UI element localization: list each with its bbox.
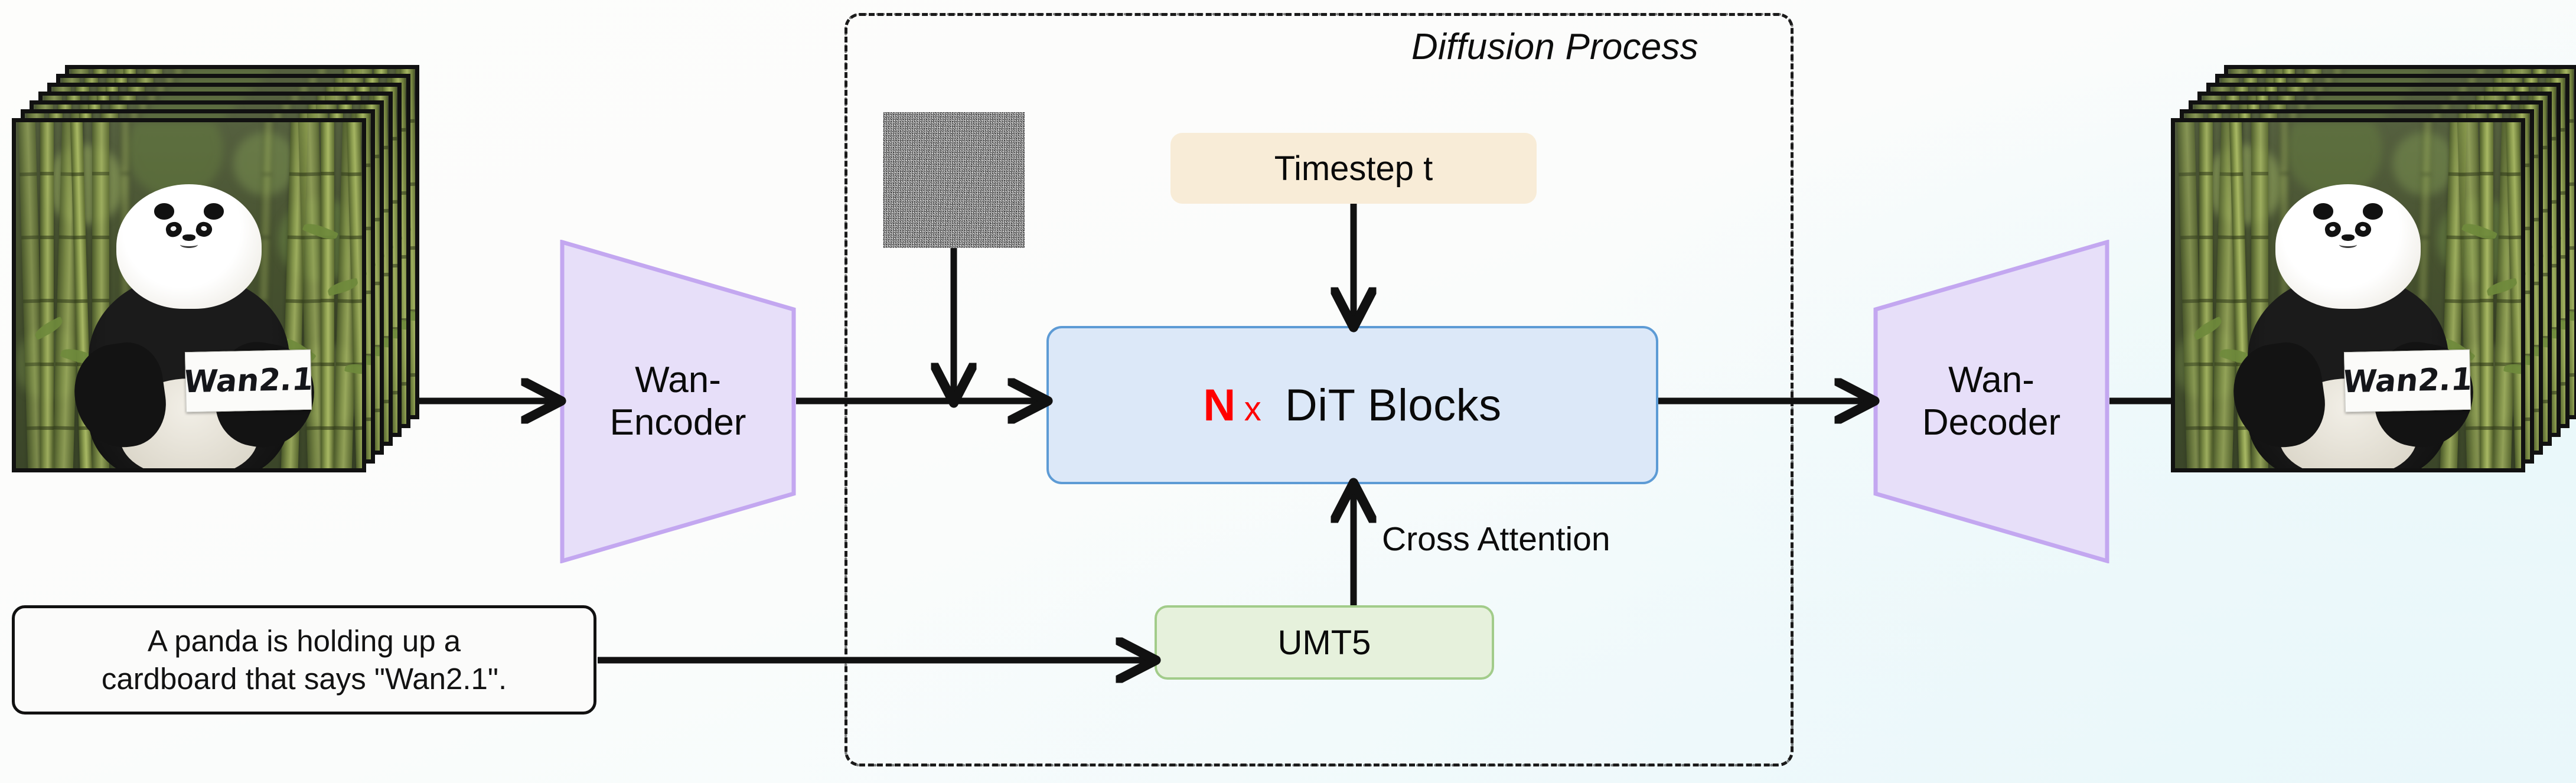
prompt-input-box[interactable]: A panda is holding up a cardboard that s… [12, 605, 596, 715]
cardboard-sign-text: Wan2.1 [181, 361, 315, 400]
noise-latent-patch [883, 112, 1025, 248]
panda-left-eye [164, 220, 184, 239]
diffusion-process-group [844, 13, 1794, 766]
panda-right-pupil [2359, 225, 2367, 231]
diffusion-process-title: Diffusion Process [1411, 27, 1698, 67]
panda-left-ear [154, 203, 175, 220]
encoder-label-line2: Encoder [609, 402, 746, 443]
panda-left-pupil [2329, 225, 2336, 232]
panda-left-ear [2313, 203, 2334, 220]
decoder-shape [1873, 240, 2109, 563]
panda-right-ear [2362, 203, 2383, 220]
panda-left-pupil [169, 225, 177, 232]
panda-mouth [2339, 241, 2357, 248]
prompt-line-2: cardboard that says "Wan2.1". [101, 661, 507, 696]
wan-encoder-block[interactable]: Wan- Encoder [560, 240, 796, 563]
prompt-line-1: A panda is holding up a [147, 624, 461, 658]
panda-nose [2341, 234, 2355, 242]
bamboo-cane [2479, 122, 2494, 468]
cardboard-sign-text: Wan2.1 [2340, 361, 2474, 400]
encoder-shape [560, 240, 796, 563]
encoder-label: Wan- Encoder [610, 359, 746, 444]
cardboard-sign: Wan2.1 [181, 349, 315, 412]
wan-decoder-block[interactable]: Wan- Decoder [1873, 240, 2109, 563]
video-frame: Wan2.1 [2171, 118, 2525, 472]
cardboard-sign: Wan2.1 [2340, 349, 2474, 412]
panda-mouth [180, 241, 198, 248]
timestep-block[interactable]: Timestep t [1170, 133, 1537, 204]
decoder-label: Wan- Decoder [1922, 359, 2060, 444]
timestep-label: Timestep t [1274, 149, 1433, 188]
output-video-frame-stack: Wan2.1Wan2.1Wan2.1Wan2.1Wan2.1Wan2.1Wan2… [2171, 65, 2576, 472]
panda-left-eye [2323, 220, 2343, 239]
panda-nose [182, 234, 196, 242]
decoder-label-line1: Wan- [1948, 360, 2034, 401]
umt5-text-encoder-block[interactable]: UMT5 [1155, 605, 1494, 680]
input-video-frame-stack: Wan2.1Wan2.1Wan2.1Wan2.1Wan2.1Wan2.1Wan2… [12, 65, 419, 472]
video-frame: Wan2.1 [12, 118, 366, 472]
panda-right-eye [2353, 220, 2373, 239]
dit-times-symbol: x [1244, 389, 1262, 428]
encoder-label-line1: Wan- [635, 360, 721, 401]
panda-right-pupil [200, 225, 208, 231]
umt5-label: UMT5 [1277, 623, 1371, 662]
panda-head [2275, 184, 2421, 309]
panda-scene: Wan2.1 [16, 122, 362, 468]
bamboo-cane [2199, 122, 2213, 468]
dit-count-label: N [1203, 380, 1236, 430]
panda-right-eye [194, 220, 214, 239]
prompt-text: A panda is holding up a cardboard that s… [91, 622, 517, 697]
panda-scene: Wan2.1 [2175, 122, 2521, 468]
dit-blocks-text: DiT Blocks [1272, 380, 1502, 430]
cross-attention-label: Cross Attention [1382, 520, 1610, 558]
bamboo-cane [320, 122, 335, 468]
panda-head [116, 184, 262, 309]
bamboo-cane [40, 122, 54, 468]
panda-right-ear [203, 203, 224, 220]
decoder-label-line2: Decoder [1922, 402, 2061, 443]
